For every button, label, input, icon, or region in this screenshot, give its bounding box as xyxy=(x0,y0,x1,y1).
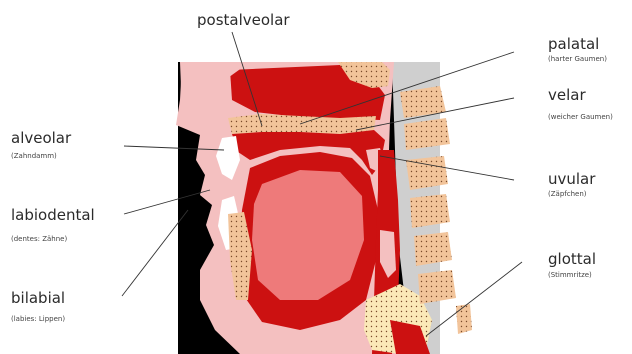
label-palatal-sub: (harter Gaumen) xyxy=(548,56,607,63)
tongue-body xyxy=(252,170,364,300)
label-labiodental: labiodental xyxy=(11,208,95,223)
label-velar: velar xyxy=(548,88,586,103)
label-glottal-sub: (Stimmritze) xyxy=(548,272,592,279)
label-palatal: palatal xyxy=(548,37,599,52)
label-alveolar-sub: (Zahndamm) xyxy=(11,153,57,160)
label-uvular-sub: (Zäpfchen) xyxy=(548,191,586,198)
label-uvular: uvular xyxy=(548,172,595,187)
label-glottal: glottal xyxy=(548,252,596,267)
label-velar-sub: (weicher Gaumen) xyxy=(548,114,613,121)
label-alveolar: alveolar xyxy=(11,131,71,146)
label-bilabial-sub: (labies: Lippen) xyxy=(11,316,65,323)
label-postalveolar: postalveolar xyxy=(197,13,290,28)
label-labiodental-sub: (dentes: Zähne) xyxy=(11,236,67,243)
label-bilabial: bilabial xyxy=(11,291,65,306)
